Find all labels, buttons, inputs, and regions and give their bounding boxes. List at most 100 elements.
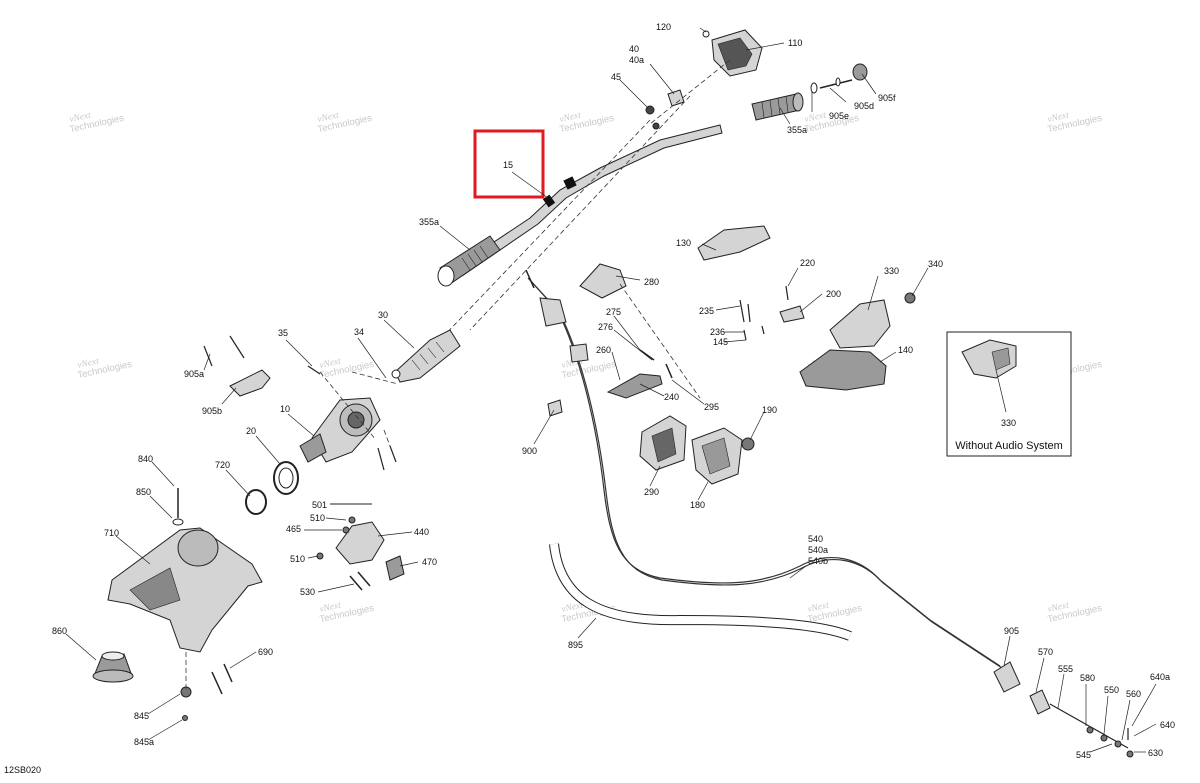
steering-column[interactable] xyxy=(299,397,381,463)
rubber-boot[interactable] xyxy=(92,651,134,683)
screw[interactable] xyxy=(743,329,747,341)
steering-bracket[interactable] xyxy=(229,369,271,397)
bracket-cluster xyxy=(316,503,405,591)
callout-label: 200 xyxy=(826,289,841,299)
callout-label: 540 xyxy=(808,534,823,544)
screw[interactable] xyxy=(223,663,233,683)
callout-label: 276 xyxy=(598,322,613,332)
throttle-cable[interactable] xyxy=(527,277,1001,667)
screw[interactable] xyxy=(229,335,245,359)
callout-label: 580 xyxy=(1080,673,1095,683)
callout-label: 440 xyxy=(414,527,429,537)
upper-cover[interactable] xyxy=(697,225,771,261)
callout-label: 501 xyxy=(312,500,327,510)
cable-core[interactable] xyxy=(1049,703,1129,749)
console-panel[interactable] xyxy=(829,299,891,349)
inset-caption: Without Audio System xyxy=(955,440,1063,452)
callout-label: 555 xyxy=(1058,664,1073,674)
knob[interactable] xyxy=(741,437,755,451)
mount-block[interactable] xyxy=(385,555,405,581)
callout-label: 895 xyxy=(568,640,583,650)
callout-label: 355a xyxy=(419,217,439,227)
callout-label: 840 xyxy=(138,454,153,464)
screw[interactable] xyxy=(307,365,321,375)
washer[interactable] xyxy=(182,715,188,721)
cable-clip[interactable] xyxy=(547,399,563,417)
callout-label: 280 xyxy=(644,277,659,287)
callout-label: 465 xyxy=(286,524,301,534)
callout-label: 905b xyxy=(202,406,222,416)
cable-end-assembly xyxy=(993,661,1134,758)
right-grip[interactable] xyxy=(751,92,804,121)
bar-end-cap[interactable] xyxy=(810,63,868,94)
bar-clamp[interactable] xyxy=(667,89,685,107)
screw[interactable] xyxy=(377,447,385,471)
leader-lines xyxy=(65,27,1157,753)
cable-fitting[interactable] xyxy=(569,343,589,363)
nut[interactable] xyxy=(1100,734,1108,742)
nut[interactable] xyxy=(904,292,916,304)
callout-label: 10 xyxy=(280,404,290,414)
screw[interactable] xyxy=(785,285,789,301)
screw[interactable] xyxy=(747,303,751,323)
screw[interactable] xyxy=(652,122,660,130)
center-parts xyxy=(525,263,1003,669)
screw[interactable] xyxy=(203,345,213,367)
column-seal[interactable] xyxy=(245,489,267,515)
callout-label: 130 xyxy=(676,238,691,248)
watermark-text: vNext xyxy=(77,357,101,371)
callout-label: 355a xyxy=(787,125,807,135)
callout-label: 236 xyxy=(710,327,725,337)
nut[interactable] xyxy=(1126,750,1134,758)
callout-label: 540b xyxy=(808,556,828,566)
brake-lever[interactable] xyxy=(606,373,663,399)
callout-label: 330 xyxy=(884,266,899,276)
callout-label: 845 xyxy=(134,711,149,721)
screw[interactable] xyxy=(739,299,745,323)
left-grip[interactable] xyxy=(437,235,501,287)
cable-fitting-end[interactable] xyxy=(1029,689,1051,715)
highlighted-part-label: 15 xyxy=(503,160,513,170)
callout-label: 40 xyxy=(629,44,639,54)
steering-base[interactable] xyxy=(107,527,263,653)
nut[interactable] xyxy=(1114,740,1122,748)
nut[interactable] xyxy=(342,526,350,534)
switch-housing[interactable] xyxy=(579,263,627,299)
callout-label: 510 xyxy=(310,513,325,523)
console-frame[interactable] xyxy=(799,349,887,391)
throttle-housing[interactable] xyxy=(702,29,763,77)
watermark-text: vNext xyxy=(804,111,828,125)
nut[interactable] xyxy=(1086,726,1094,734)
cable-adjuster[interactable] xyxy=(539,297,567,327)
diagram-code: 12SB020 xyxy=(4,765,41,775)
cable-boot[interactable] xyxy=(993,661,1021,693)
steering-column-support[interactable] xyxy=(391,329,461,383)
callout-label: 540a xyxy=(808,545,828,555)
screw[interactable] xyxy=(349,575,363,591)
callout-label: 900 xyxy=(522,446,537,456)
callout-label: 45 xyxy=(611,72,621,82)
watermark-text: vNext xyxy=(559,111,583,125)
nut[interactable] xyxy=(348,516,356,524)
watermark-text: vNext xyxy=(69,111,93,125)
watermark-text: vNext xyxy=(319,601,343,615)
washer[interactable] xyxy=(172,518,184,526)
watermark-text: vNext xyxy=(1047,601,1071,615)
callout-label: 240 xyxy=(664,392,679,402)
right-cluster xyxy=(697,225,916,391)
connector[interactable] xyxy=(779,305,805,323)
screw[interactable] xyxy=(357,571,371,587)
callout-label: 905e xyxy=(829,111,849,121)
callout-label: 690 xyxy=(258,647,273,657)
callout-label: 630 xyxy=(1148,748,1163,758)
callout-label: 510 xyxy=(290,554,305,564)
callout-label: 560 xyxy=(1126,689,1141,699)
screw[interactable] xyxy=(761,325,765,335)
screw[interactable] xyxy=(211,671,223,695)
callout-label: 275 xyxy=(606,307,621,317)
column-bearing[interactable] xyxy=(273,461,299,495)
callout-label: 235 xyxy=(699,306,714,316)
callout-label: 190 xyxy=(762,405,777,415)
